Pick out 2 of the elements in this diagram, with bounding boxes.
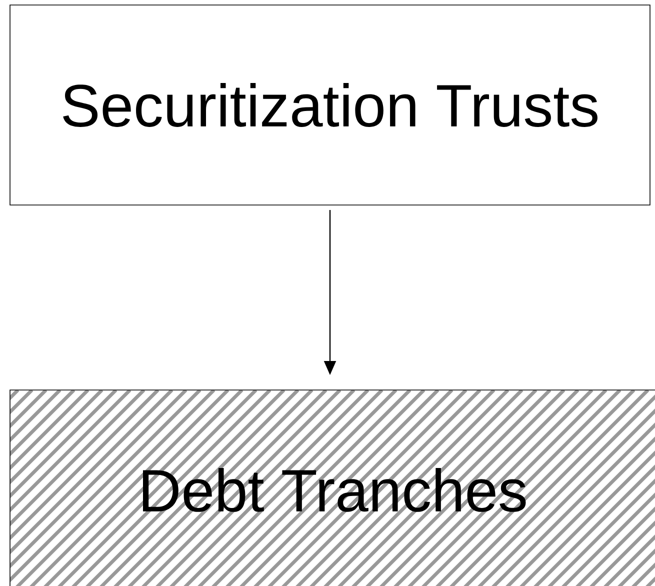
hatched-box: Debt Tranches — [10, 390, 655, 586]
process-box: Securitization Trusts — [10, 4, 650, 206]
